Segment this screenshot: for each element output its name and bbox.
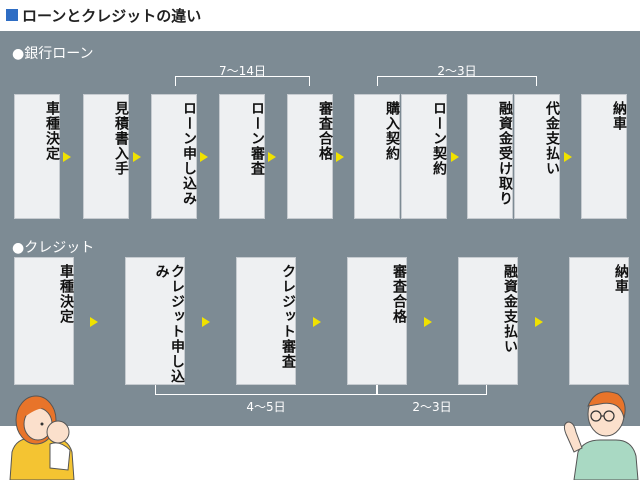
bank-step-label: 見積書入手: [113, 101, 129, 176]
diagram-panel: ●銀行ローン 7〜14日 2〜3日 車種決定 見積書入手 ローン申し込み ローン…: [0, 31, 640, 426]
bank-step-label: ローン申し込み: [181, 101, 197, 206]
arrow-icon: [424, 317, 432, 327]
bank-step-loan-application: ローン申し込み: [151, 94, 197, 219]
bank-step-car-selection: 車種決定: [14, 94, 60, 219]
credit-step-car-selection: 車種決定: [14, 257, 74, 385]
arrow-icon: [451, 152, 459, 162]
bank-step-payment: 代金支払い: [514, 94, 560, 219]
arrow-icon: [63, 152, 71, 162]
bank-step-loan-contract: ローン契約: [401, 94, 447, 219]
bank-step-approval: 審査合格: [287, 94, 333, 219]
bank-loan-label: ●銀行ローン: [12, 46, 94, 62]
title-bar: ローンとクレジットの違い: [0, 0, 640, 30]
credit-step-label: 融資金支払い: [502, 264, 518, 354]
credit-duration-2: 2〜3日: [412, 400, 452, 414]
credit-step-label: 納車: [613, 264, 629, 294]
bank-step-loan-review: ローン審査: [219, 94, 265, 219]
credit-step-approval: 審査合格: [347, 257, 407, 385]
credit-step-payment: 融資金支払い: [458, 257, 518, 385]
man-with-glasses-illustration: [563, 391, 639, 480]
bank-step-label: 融資金受け取り: [497, 101, 513, 206]
credit-step-label: クレジット審査: [280, 264, 296, 369]
credit-duration-bracket-1: [155, 385, 377, 395]
arrow-icon: [268, 152, 276, 162]
bank-duration-bracket-1: [175, 76, 310, 86]
bank-step-delivery: 納車: [581, 94, 627, 219]
credit-duration-bracket-2: [377, 385, 487, 395]
bank-step-purchase-contract: 購入契約: [354, 94, 400, 219]
arrow-icon: [535, 317, 543, 327]
bank-step-label: 代金支払い: [544, 101, 560, 176]
arrow-icon: [313, 317, 321, 327]
arrow-icon: [90, 317, 98, 327]
bank-duration-bracket-2: [377, 76, 537, 86]
bank-step-label: ローン審査: [249, 101, 265, 176]
bank-step-label: 審査合格: [317, 101, 333, 161]
credit-label: ●クレジット: [12, 240, 95, 256]
arrow-icon: [202, 317, 210, 327]
bank-duration-2: 2〜3日: [437, 64, 477, 78]
credit-step-delivery: 納車: [569, 257, 629, 385]
credit-duration-1: 4〜5日: [246, 400, 286, 414]
arrow-icon: [200, 152, 208, 162]
arrow-icon: [336, 152, 344, 162]
credit-step-label: 車種決定: [58, 264, 74, 324]
bank-duration-1: 7〜14日: [219, 64, 266, 78]
bank-step-label: 車種決定: [44, 101, 60, 161]
credit-step-label: 審査合格: [391, 264, 407, 324]
bank-step-label: 納車: [611, 101, 627, 131]
bank-step-label: 購入契約: [384, 101, 400, 161]
bank-step-label: ローン契約: [431, 101, 447, 176]
credit-step-application: クレジット申し込み: [125, 257, 185, 385]
page-title: ローンとクレジットの違い: [22, 7, 202, 25]
mother-with-baby-illustration: [9, 395, 75, 480]
title-square-icon: [6, 9, 18, 21]
bank-step-receive-funds: 融資金受け取り: [467, 94, 513, 219]
arrow-icon: [564, 152, 572, 162]
credit-step-label: クレジット申し込み: [153, 264, 185, 384]
bank-step-estimate: 見積書入手: [83, 94, 129, 219]
arrow-icon: [133, 152, 141, 162]
credit-step-review: クレジット審査: [236, 257, 296, 385]
